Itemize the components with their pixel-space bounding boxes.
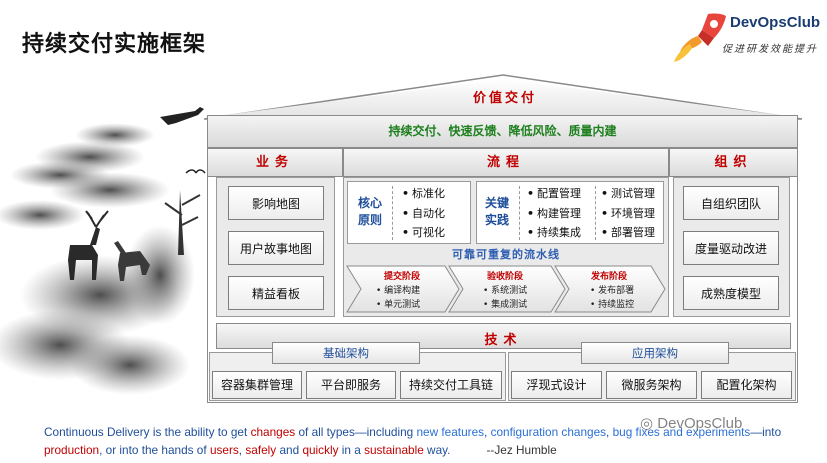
- stage-commit-label: 提交阶段: [357, 269, 447, 282]
- divider: [595, 186, 596, 240]
- infra-item-cd-toolchain: 持续交付工具链: [400, 371, 502, 399]
- divider: [392, 186, 393, 240]
- quote-author: --Jez Humble: [487, 443, 557, 457]
- key-practices-list-right: •测试管理 •环境管理 •部署管理: [601, 184, 655, 243]
- list-item: •可视化: [402, 223, 445, 243]
- organization-header: 组织: [669, 148, 798, 177]
- watermark: ◎ DevOpsClub: [640, 414, 742, 432]
- list-item: •持续集成: [527, 223, 581, 243]
- stage-acceptance-item: • 系统测试: [483, 283, 527, 296]
- infra-item-container-cluster: 容器集群管理: [212, 371, 302, 399]
- org-item-maturity-model: 成熟度模型: [683, 276, 779, 310]
- stage-commit-item: • 编译构建: [376, 283, 420, 296]
- page-title: 持续交付实施框架: [22, 26, 206, 58]
- list-item: •自动化: [402, 204, 445, 224]
- wechat-icon: ◎: [640, 415, 653, 432]
- roof-title: 价值交付: [440, 87, 570, 106]
- app-item-emergent-design: 浮现式设计: [511, 371, 602, 399]
- list-item: •测试管理: [601, 184, 655, 204]
- business-item-impact-map: 影响地图: [228, 186, 324, 220]
- org-item-self-organizing-team: 自组织团队: [683, 186, 779, 220]
- logo-slogan: 促进研发效能提升: [722, 40, 818, 55]
- stage-release-label: 发布阶段: [564, 269, 654, 282]
- list-item: •环境管理: [601, 204, 655, 224]
- list-item: •部署管理: [601, 223, 655, 243]
- stage-acceptance-label: 验收阶段: [460, 269, 550, 282]
- business-header: 业务: [207, 148, 343, 177]
- core-principles-label: 核心原则: [354, 195, 386, 229]
- app-architecture-label: 应用架构: [581, 342, 729, 364]
- infra-architecture-label: 基础架构: [272, 342, 420, 364]
- divider: [519, 186, 520, 240]
- organization-column: 自组织团队 度量驱动改进 成熟度模型: [673, 177, 790, 317]
- business-item-lean-kanban: 精益看板: [228, 276, 324, 310]
- ink-painting-illustration: [0, 95, 215, 405]
- logo-name: DevOpsClub: [730, 14, 820, 31]
- list-item: •构建管理: [527, 204, 581, 224]
- infra-item-paas: 平台即服务: [306, 371, 396, 399]
- core-principles-panel: 核心原则 •标准化 •自动化 •可视化: [347, 181, 471, 244]
- business-item-user-story-map: 用户故事地图: [228, 231, 324, 265]
- stage-commit-item: • 单元测试: [376, 297, 420, 310]
- business-column: 影响地图 用户故事地图 精益看板: [216, 177, 335, 317]
- stage-release-item: • 持续监控: [590, 297, 634, 310]
- app-item-config-architecture: 配置化架构: [701, 371, 792, 399]
- list-item: •标准化: [402, 184, 445, 204]
- org-item-metrics-driven: 度量驱动改进: [683, 231, 779, 265]
- key-practices-list-left: •配置管理 •构建管理 •持续集成: [527, 184, 581, 243]
- process-header: 流程: [343, 148, 669, 177]
- value-beam-text: 持续交付、快速反馈、降低风险、质量内建: [207, 122, 798, 139]
- core-principles-list: •标准化 •自动化 •可视化: [402, 184, 445, 243]
- list-item: •配置管理: [527, 184, 581, 204]
- app-item-microservices: 微服务架构: [606, 371, 697, 399]
- stage-acceptance-item: • 集成测试: [483, 297, 527, 310]
- key-practices-panel: 关键实践 •配置管理 •构建管理 •持续集成 •测试管理 •环境管理 •部署管理: [476, 181, 664, 244]
- key-practices-label: 关键实践: [481, 195, 513, 229]
- pipeline-title: 可靠可重复的流水线: [350, 246, 662, 262]
- stage-release-item: • 发布部署: [590, 283, 634, 296]
